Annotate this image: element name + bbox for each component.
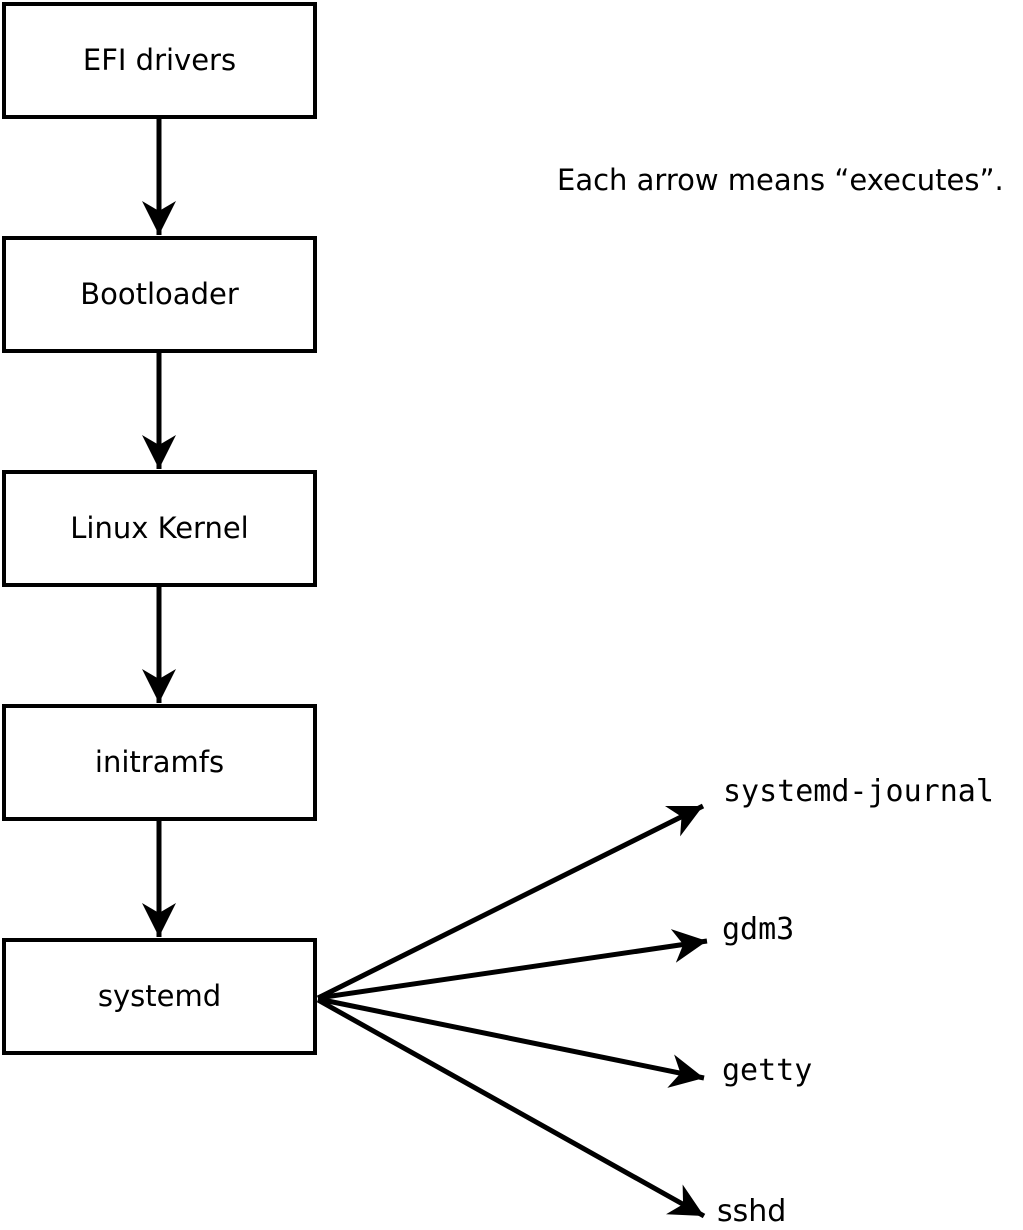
label-sshd: sshd (717, 1194, 787, 1229)
arrow-systemd-to-sshd (316, 997, 706, 1219)
arrow-systemd-to-getty (317, 996, 705, 1088)
node-bootloader-label: Bootloader (80, 277, 239, 311)
arrow-systemd-to-systemd-journal (316, 803, 705, 1001)
node-efi-drivers-label: EFI drivers (82, 43, 237, 77)
node-initramfs-label: initramfs (94, 745, 225, 779)
arrow-systemd-to-gdm3 (317, 929, 708, 1001)
label-systemd-journal: systemd-journal (723, 774, 994, 809)
node-systemd-label: systemd (97, 979, 222, 1013)
node-linux-kernel: Linux Kernel (2, 470, 317, 587)
label-getty: getty (722, 1053, 813, 1088)
node-linux-kernel-label: Linux Kernel (70, 511, 249, 545)
node-bootloader: Bootloader (2, 236, 317, 353)
label-gdm3: gdm3 (722, 912, 795, 947)
arrow-meaning-note: Each arrow means “executes”. (557, 163, 1004, 197)
node-initramfs: initramfs (2, 704, 317, 821)
node-systemd: systemd (2, 938, 317, 1055)
node-efi-drivers: EFI drivers (2, 2, 317, 119)
